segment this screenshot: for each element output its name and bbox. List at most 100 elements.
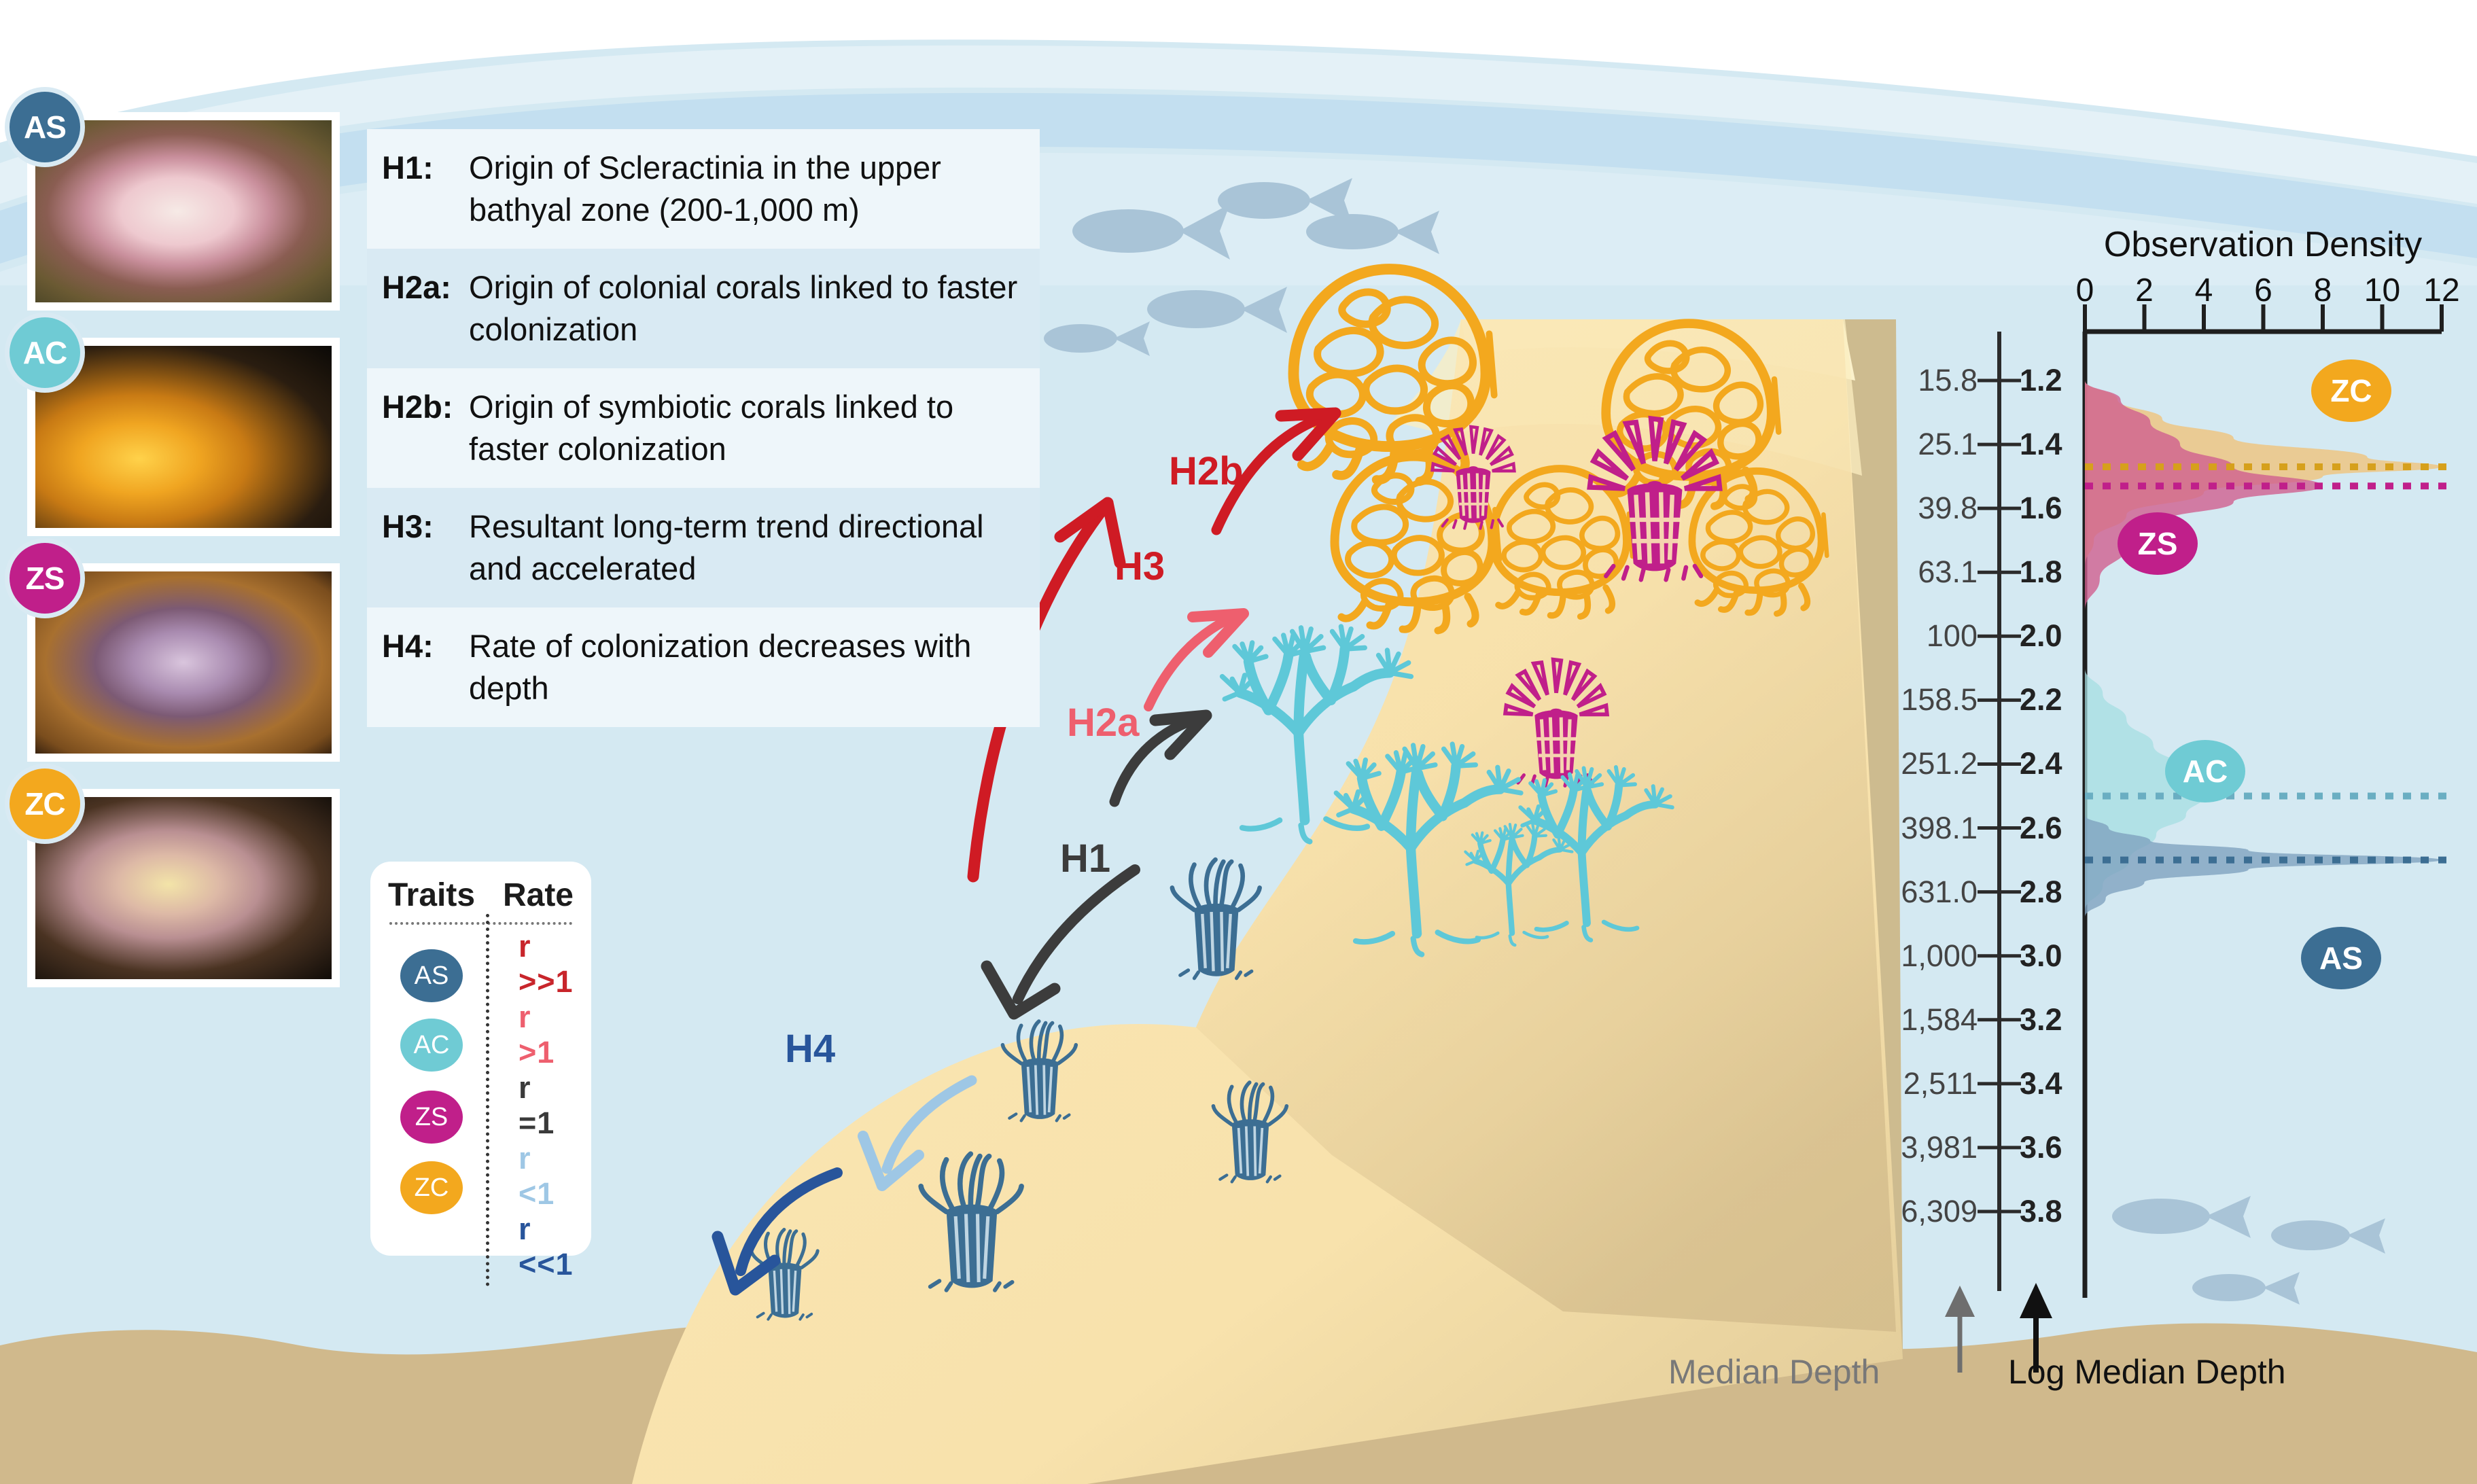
depth-label-11: 2,511 (1903, 1065, 1978, 1101)
hypothesis-text: Resultant long-term trend directional an… (469, 508, 984, 587)
specimen-badge-ac: AC (10, 317, 80, 388)
hypothesis-key: H3: (382, 508, 434, 545)
fish-icon (1147, 287, 1287, 333)
legend-header-rate: Rate (502, 877, 574, 913)
log-depth-label-5: 2.2 (2020, 682, 2062, 718)
depth-label-10: 1,584 (1901, 1002, 1978, 1037)
legend-header-traits: Traits (388, 877, 476, 913)
specimen-image (35, 571, 332, 754)
log-depth-label-1: 1.4 (2020, 427, 2062, 462)
fish-icon (1218, 178, 1352, 224)
density-badge-ac: AC (2165, 740, 2245, 802)
legend-row-0: AS r >>1 (388, 929, 574, 1002)
log-median-depth-arrow (2020, 1283, 2052, 1373)
log-depth-label-11: 3.4 (2020, 1065, 2062, 1101)
specimen-badge-zs: ZS (10, 543, 80, 614)
depth-label-9: 1,000 (1901, 938, 1978, 973)
density-chart-title: Observation Density (2103, 225, 2423, 264)
hypothesis-key: H1: (382, 149, 434, 186)
density-xtick-8: 8 (2313, 272, 2332, 308)
arrow-h2a (1144, 608, 1249, 711)
log-depth-label-8: 2.8 (2020, 874, 2062, 909)
log-depth-label-4: 2.0 (2020, 618, 2062, 654)
depth-label-12: 3,981 (1901, 1129, 1978, 1165)
legend-rate-0: r >>1 (519, 929, 574, 999)
specimen-photo-ac: AC (10, 317, 340, 536)
log-depth-label-7: 2.6 (2020, 810, 2062, 845)
legend-row-2: ZS r =1 (388, 1070, 574, 1144)
hypothesis-row-h4: H4: Rate of colonization decreases with d… (367, 607, 1040, 728)
log-depth-label-13: 3.8 (2020, 1194, 2062, 1229)
fish-icon (1044, 321, 1150, 356)
legend-trait-zs: ZS (400, 1091, 463, 1144)
specimen-photo-as: AS (10, 92, 340, 311)
density-curves (2085, 381, 2442, 918)
density-area-as (2085, 815, 2442, 918)
specimen-photo-zs: ZS (10, 543, 340, 762)
legend-divider (389, 922, 572, 925)
arrow-h4-light (858, 1075, 977, 1191)
specimen-photo-zc: ZC (10, 768, 340, 987)
density-xtick-2: 2 (2135, 272, 2154, 308)
density-badge-zs: ZS (2118, 512, 2198, 575)
log-depth-label-6: 2.4 (2020, 746, 2062, 781)
hypothesis-text: Origin of symbiotic corals linked to fas… (469, 389, 954, 467)
log-depth-label-3: 1.8 (2020, 554, 2062, 590)
hypothesis-key: H2b: (382, 389, 453, 425)
depth-label-2: 39.8 (1918, 491, 1978, 526)
legend-vertical-divider (486, 914, 489, 1286)
density-area-zs (2085, 381, 2323, 611)
legend-trait-zc: ZC (400, 1161, 463, 1214)
hypothesis-row-h3: H3: Resultant long-term trend directional… (367, 488, 1040, 608)
hypothesis-row-h1: H1: Origin of Scleractinia in the upper b… (367, 129, 1040, 249)
depth-label-13: 6,309 (1901, 1194, 1978, 1229)
arrow-h2b (1211, 407, 1341, 535)
specimen-image (35, 797, 332, 979)
density-xtick-4: 4 (2194, 272, 2213, 308)
legend-row-1: AC r >1 (388, 1000, 574, 1072)
hypothesis-key: H2a: (382, 269, 451, 306)
hypothesis-text: Rate of colonization decreases with dept… (469, 628, 972, 707)
hypothesis-key: H4: (382, 628, 434, 665)
density-xtick-6: 6 (2254, 272, 2272, 308)
legend-rate-2: r =1 (519, 1070, 555, 1140)
specimen-image (35, 120, 332, 302)
legend-rate-1: r >1 (519, 1000, 555, 1070)
legend-trait-as: AS (400, 949, 463, 1002)
legend-rate-4: r <<1 (519, 1212, 574, 1282)
legend-header: Traits Rate (388, 877, 574, 922)
depth-label-1: 25.1 (1918, 427, 1978, 462)
fish-icon (2112, 1196, 2251, 1238)
depth-label-4: 100 (1926, 618, 1978, 654)
arrow-label-h4: H4 (785, 1027, 836, 1071)
hypothesis-text: Origin of Scleractinia in the upper bath… (469, 149, 941, 228)
log-depth-label-9: 3.0 (2020, 938, 2062, 973)
depth-label-3: 63.1 (1918, 554, 1978, 590)
depth-axis (1978, 332, 2021, 1291)
density-xtick-0: 0 (2075, 272, 2094, 308)
arrow-h1-down (981, 864, 1140, 1020)
log-depth-label-2: 1.6 (2020, 491, 2062, 526)
density-badge-zc: ZC (2311, 359, 2391, 422)
density-xtick-10: 10 (2364, 272, 2401, 308)
depth-label-6: 251.2 (1901, 746, 1978, 781)
specimen-badge-as: AS (10, 92, 80, 162)
arrow-label-h1: H1 (1060, 836, 1111, 881)
density-badge-as: AS (2301, 927, 2381, 989)
arrow-h4-dark (712, 1167, 843, 1296)
log-depth-label-12: 3.6 (2020, 1129, 2062, 1165)
legend-trait-ac: AC (400, 1019, 463, 1072)
density-area-zc (2085, 381, 2442, 566)
specimen-image (35, 346, 332, 528)
hypothesis-panel: H1: Origin of Scleractinia in the upper b… (367, 129, 1040, 728)
specimen-badge-zc: ZC (10, 768, 80, 839)
density-xtick-12: 12 (2423, 272, 2460, 308)
fish-icon (1072, 204, 1230, 260)
legend-row-4: r <<1 (388, 1212, 574, 1282)
hypothesis-text: Origin of colonial corals linked to fast… (469, 269, 1018, 348)
